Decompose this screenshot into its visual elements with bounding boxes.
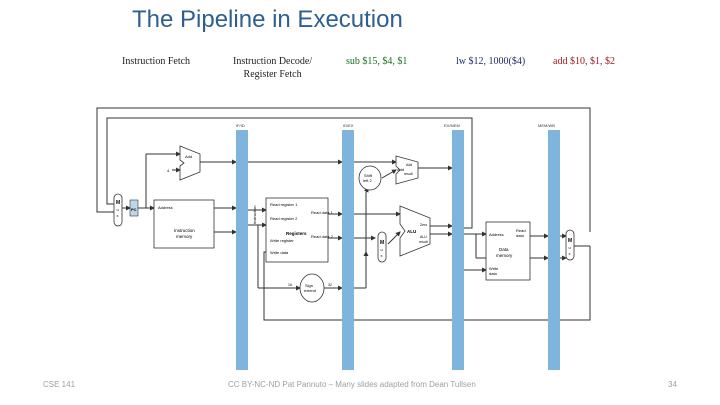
instruction-memory: Address Instruction memory bbox=[153, 199, 215, 249]
writeback-mux: M u x bbox=[565, 229, 575, 261]
pipeline-register-ex-mem bbox=[452, 130, 464, 370]
pc-mux-letter-x: x bbox=[117, 213, 119, 218]
branch-adder-label: Add bbox=[397, 167, 404, 172]
dmem-line2: memory bbox=[496, 253, 513, 258]
regfile-read-reg2: Read register 2 bbox=[270, 216, 298, 221]
dmem-write-line1: Write bbox=[489, 266, 499, 271]
regfile-write-reg: Write register bbox=[270, 238, 294, 243]
wb-mux-letter-u: u bbox=[569, 245, 571, 250]
dmem-read-line1: Read bbox=[516, 228, 526, 233]
branch-adder-out-label: Add bbox=[406, 163, 412, 167]
regfile-title: Registers bbox=[286, 231, 307, 236]
alu-label: ALU bbox=[407, 229, 416, 234]
regfile-read-data2: Read data 2 bbox=[311, 234, 334, 239]
dmem-line1: Data bbox=[499, 247, 509, 252]
sign-extend-line2: extend bbox=[304, 288, 316, 293]
stage-label-decode-line1: Instruction Decode/ bbox=[233, 56, 313, 67]
sign-extend-in-width: 16 bbox=[288, 283, 292, 287]
stage-label-decode-line2: Register Fetch bbox=[243, 69, 302, 80]
constant-four: 4 bbox=[167, 168, 170, 173]
sign-extend: Sign extend 16 32 bbox=[288, 273, 332, 303]
alu-mux-letter-m: M bbox=[380, 240, 384, 246]
branch-adder-result: result bbox=[404, 172, 413, 176]
stage-label-writeback: add $10, $1, $2 bbox=[553, 56, 615, 67]
pipeline-register-mem-wb bbox=[548, 130, 560, 370]
pc-label: PC bbox=[131, 207, 137, 212]
stage-label-execute: sub $15, $4, $1 bbox=[346, 56, 408, 67]
stage-label-decode: Instruction Decode/ Register Fetch bbox=[233, 55, 312, 81]
wb-mux-letter-x: x bbox=[569, 251, 571, 256]
pc-mux-letter-u: u bbox=[117, 207, 119, 212]
imem-port-address: Address bbox=[158, 205, 173, 210]
pc-register: PC bbox=[129, 199, 139, 217]
pc-adder: Add bbox=[179, 145, 201, 181]
instruction-label: Instruction bbox=[252, 206, 257, 224]
sign-extend-line1: Sign bbox=[305, 283, 313, 288]
shift-line1: Shift bbox=[364, 173, 373, 178]
pc-adder-label: Add bbox=[185, 154, 192, 159]
imem-line2: memory bbox=[176, 234, 193, 239]
footer-page-number: 34 bbox=[668, 380, 677, 389]
regfile-read-data1: Read data 1 bbox=[311, 210, 334, 215]
dmem-write-line2: data bbox=[489, 271, 498, 276]
pc-mux: M u x bbox=[113, 193, 123, 227]
label-ex-mem: EX/MEM bbox=[444, 123, 460, 128]
wb-mux-letter-m: M bbox=[568, 238, 572, 244]
label-id-ex: ID/EX bbox=[343, 123, 354, 128]
regfile-write-data: Write data bbox=[270, 250, 289, 255]
dmem-address: Address bbox=[489, 232, 504, 237]
alu-result-line1: ALU bbox=[420, 235, 427, 239]
regfile-read-reg1: Read register 1 bbox=[270, 202, 298, 207]
register-file: Read register 1 Read register 2 Register… bbox=[265, 197, 334, 263]
stage-label-fetch: Instruction Fetch bbox=[122, 56, 191, 67]
pipeline-register-id-ex bbox=[342, 130, 354, 370]
label-mem-wb: MEM/WB bbox=[538, 123, 555, 128]
label-if-id: IF/ID bbox=[236, 123, 245, 128]
data-memory: Address Read data Data memory Write data bbox=[485, 221, 531, 281]
dmem-read-line2: data bbox=[516, 233, 525, 238]
alu-src-mux: M u x bbox=[377, 231, 387, 263]
page-title: The Pipeline in Execution bbox=[132, 6, 403, 33]
footer-credit: CC BY-NC-ND Pat Pannuto – Many slides ad… bbox=[228, 380, 476, 389]
alu-zero-label: Zero bbox=[420, 223, 427, 227]
alu-mux-letter-x: x bbox=[381, 253, 383, 258]
imem-line1: Instruction bbox=[174, 228, 195, 233]
stage-label-memory: lw $12, 1000($4) bbox=[456, 56, 526, 67]
shift-line2: left 2 bbox=[363, 178, 372, 183]
alu-result-line2: result bbox=[419, 240, 428, 244]
alu: Zero ALU ALU result bbox=[399, 205, 431, 257]
footer-course: CSE 141 bbox=[43, 380, 76, 389]
pipeline-register-labels: IF/ID ID/EX EX/MEM MEM/WB bbox=[236, 123, 555, 128]
pipeline-register-if-id bbox=[236, 130, 248, 370]
branch-adder: Add Add result bbox=[395, 155, 419, 185]
sign-extend-out-width: 32 bbox=[328, 283, 332, 287]
shift-left-2: Shift left 2 bbox=[358, 165, 382, 191]
alu-mux-letter-u: u bbox=[381, 247, 383, 252]
pc-mux-letter-m: M bbox=[116, 200, 120, 206]
